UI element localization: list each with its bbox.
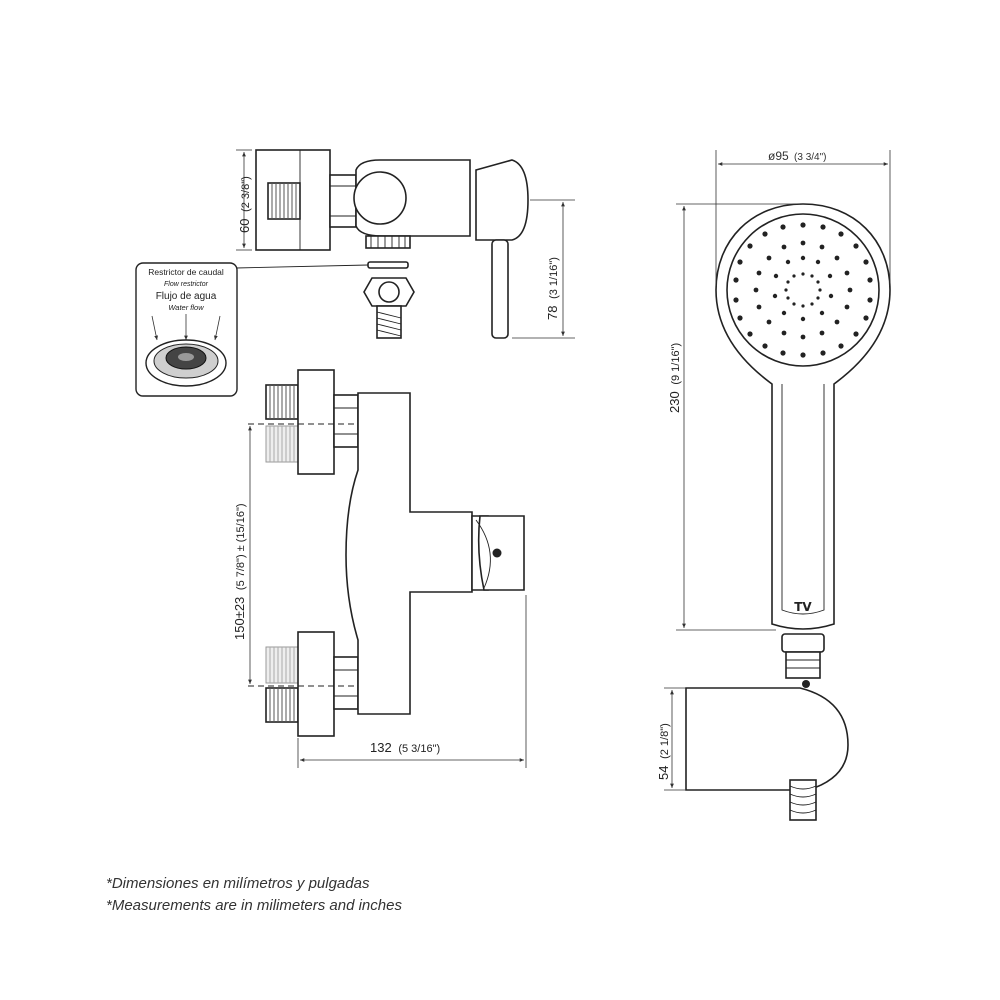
- dim-54-label: 54 (2 1/8"): [656, 723, 671, 780]
- top-nut: [333, 394, 359, 448]
- dim-150-label: 150±23 (5 7/8") ± (15/16"): [232, 503, 247, 640]
- hand-shower-body: [715, 203, 891, 630]
- bottom-nut: [333, 656, 359, 710]
- note-spanish: *Dimensiones en milímetros y pulgadas: [106, 875, 370, 892]
- brand-logo: TV: [794, 600, 812, 614]
- holder-body: [685, 687, 849, 791]
- hand-shower-connector: [781, 633, 825, 653]
- shower-hose: [789, 779, 817, 821]
- spray-face: [726, 213, 880, 367]
- restrictor-washer: [367, 261, 409, 269]
- hose-nut: [363, 277, 415, 307]
- connector-thread: [785, 651, 821, 679]
- note-english: *Measurements are in milimeters and inch…: [106, 897, 402, 914]
- svg-text:TV: TV: [794, 600, 812, 614]
- spray-nozzles: [733, 222, 873, 358]
- dim-60-label: 60 (2 3/8"): [237, 176, 252, 233]
- lever-handle: [491, 239, 509, 339]
- callout-flow-es: Flujo de agua: [156, 291, 217, 302]
- handle-indicator: [492, 548, 502, 558]
- body-boss: [353, 171, 407, 225]
- flow-arrows: [151, 314, 221, 341]
- measurement-notes: *Dimensiones en milímetros y pulgadas *M…: [106, 873, 402, 917]
- callout-label-en: Flow restrictor: [164, 281, 209, 288]
- callout-flow-en: Water flow: [168, 303, 204, 312]
- center-nozzle-ring: [784, 272, 822, 308]
- dim-132-label: 132 (5 3/16"): [370, 740, 440, 755]
- handle-cap: [475, 159, 529, 241]
- wall-holder: 54 (2 1/8"): [656, 687, 849, 821]
- dim-95-label: ø95 (3 3/4"): [768, 149, 826, 163]
- dim-230-label: 230 (9 1/16"): [667, 343, 682, 413]
- callout-label-es: Restrictor de caudal: [148, 267, 224, 277]
- mixer-body-front: [345, 392, 473, 715]
- hex-nut: [329, 174, 357, 228]
- bottom-flange: [297, 631, 335, 737]
- top-flange: [297, 369, 335, 475]
- front-view: 150±23 (5 7/8") ± (15/16") 132 (5 3/16"): [232, 369, 527, 768]
- side-view: 60 (2 3/8") 78 (3 1/16"): [235, 149, 575, 339]
- hand-shower: TV ø95 (3 3/4") 230 (9 1/16"): [667, 149, 891, 688]
- dim-78-label: 78 (3 1/16"): [545, 257, 560, 320]
- flow-restrictor-callout: Restrictor de caudal Flow restrictor Flu…: [135, 262, 238, 397]
- outlet-fitting: [365, 235, 411, 249]
